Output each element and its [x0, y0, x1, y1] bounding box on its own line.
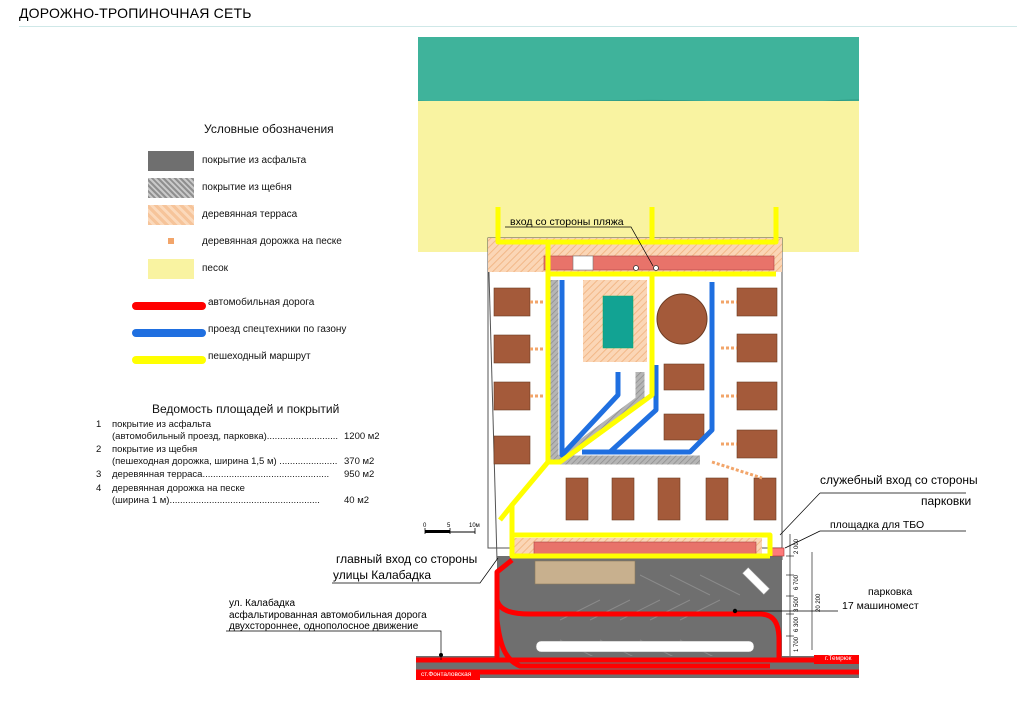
- round-pavilion: [656, 293, 708, 345]
- stats-row-value: 370 м2: [344, 456, 375, 467]
- main-entrance-label-line2: улицы Калабадка: [333, 568, 432, 582]
- stats-row-value: 1200 м2: [344, 431, 380, 442]
- dimension-label: 6 300: [794, 616, 800, 632]
- service-entrance-label-line1: служебный вход со стороны: [820, 473, 978, 487]
- stats-row-line: покрытие из щебня: [112, 444, 198, 455]
- legend-title: Условные обозначения: [204, 122, 334, 136]
- pedestrian-route: [495, 207, 779, 559]
- direction-temryuk-label: г.Темрюк: [825, 655, 852, 662]
- leader-lines: [226, 226, 966, 660]
- dimension-label: 3 500: [794, 596, 800, 612]
- street-label-line1: ул. Калабадка: [229, 598, 296, 609]
- direction-fontalovskaya-label: ст.Фонталовская: [421, 671, 472, 678]
- stats-row-line: деревянная терраса......................…: [112, 469, 330, 480]
- street-label-line3: двухстороннее, однополосное движение: [229, 621, 419, 632]
- parking-label-line2: 17 машиномест: [842, 600, 919, 612]
- legend-label: деревянная терраса: [202, 209, 298, 220]
- legend-label: деревянная дорожка на песке: [202, 236, 342, 247]
- legend-label: песок: [202, 263, 229, 274]
- stats-row-num: 4: [96, 483, 102, 494]
- left-cottages: [493, 287, 531, 465]
- legend-label: покрытие из асфальта: [202, 155, 307, 166]
- service-entrance-label-line2: парковки: [921, 494, 972, 508]
- legend-label: пешеходный маршрут: [208, 351, 311, 362]
- stats-row-line: деревянная дорожка на песке: [112, 483, 245, 494]
- scale-tick-label: 0: [423, 523, 427, 529]
- waste-area-label: площадка для ТБО: [830, 519, 925, 531]
- legend-label: проезд спецтехники по газону: [208, 324, 347, 335]
- scale-bar: 0 5 10м: [423, 523, 480, 534]
- dimension-label: 20 200: [816, 593, 822, 612]
- dimension-label: 1 700: [794, 636, 800, 652]
- sand-swatch: [148, 259, 194, 279]
- waste-area: [771, 547, 785, 557]
- dimension-label: 2 000: [794, 538, 800, 554]
- stats-row-value: 950 м2: [344, 469, 375, 480]
- terrace-swatch: [148, 205, 194, 225]
- sand-beach: [418, 101, 859, 252]
- bottom-cottages: [565, 477, 777, 521]
- stats-title: Ведомость площадей и покрытий: [152, 402, 340, 416]
- stats-row-num: 1: [96, 419, 102, 430]
- street-label-line2: асфальтированная автомобильная дорога: [229, 610, 427, 621]
- stats-row-num: 3: [96, 469, 102, 480]
- stats-row-line: (пешеходная дорожка, ширина 1,5 м) .....…: [112, 456, 338, 467]
- stats-row-line: покрытие из асфальта: [112, 419, 211, 430]
- legend-label: покрытие из щебня: [202, 182, 292, 193]
- pedestrian-line-swatch: [132, 356, 206, 364]
- stats-row-num: 2: [96, 444, 102, 455]
- page-title: ДОРОЖНО-ТРОПИНОЧНАЯ СЕТЬ: [19, 5, 252, 21]
- stats-row-value: 40 м2: [344, 495, 370, 506]
- car-route: [494, 558, 782, 669]
- sea-area: [418, 37, 859, 101]
- wooden-path-swatch: [148, 232, 194, 252]
- stats-row-line: (ширина 1 м)............................…: [112, 495, 320, 506]
- dimension-label: 6 700: [794, 574, 800, 590]
- beach-entrance-label: вход со стороны пляжа: [510, 216, 624, 228]
- parking-label-line1: парковка: [868, 586, 913, 598]
- stats-row-line: (автомобильный проезд, парковка)........…: [112, 431, 339, 442]
- road-line-swatch: [132, 302, 206, 310]
- title-underline: [19, 26, 1017, 27]
- scale-tick-label: 5: [447, 523, 451, 529]
- asphalt-swatch: [148, 151, 194, 171]
- service-route-line-swatch: [132, 329, 206, 337]
- main-entrance-label-line1: главный вход со стороны: [336, 552, 478, 566]
- swimming-pool: [602, 295, 634, 349]
- dimension-lines: [786, 534, 813, 656]
- scale-tick-label: 10м: [469, 523, 480, 529]
- legend-label: автомобильная дорога: [208, 297, 315, 308]
- gravel-swatch: [148, 178, 194, 198]
- right-cottages: [663, 287, 778, 459]
- service-route: [559, 280, 715, 458]
